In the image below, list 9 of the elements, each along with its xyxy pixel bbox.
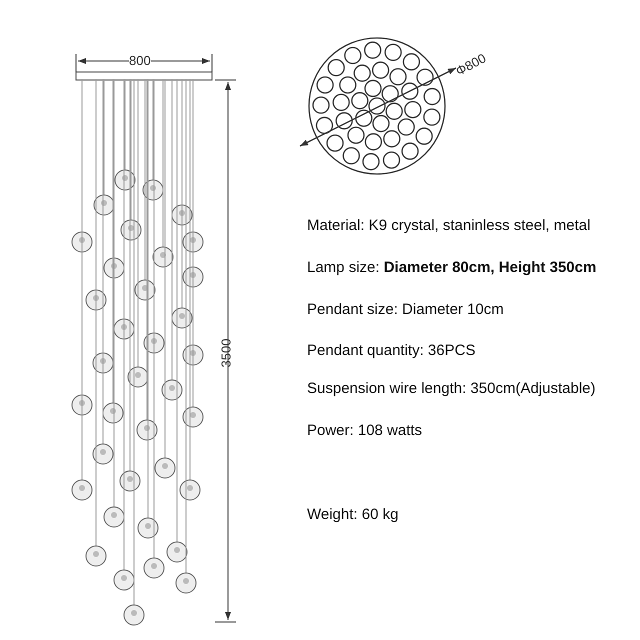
- spec-text: Weight: 60 kg: [307, 506, 398, 523]
- spec-text: Material: K9 crystal, staninless steel, metal: [307, 217, 590, 234]
- spec-text: Power: 108 watts: [307, 422, 422, 439]
- spec-text: Suspension wire length: 350cm(Adjustable): [307, 380, 596, 397]
- dimension-label: Φ800: [454, 51, 488, 79]
- spec-text: Pendant size: Diameter 10cm: [307, 301, 504, 318]
- spec-text: Lamp size: Diameter 80cm, Height 350cm: [307, 259, 596, 276]
- dimension-label: 800: [129, 54, 151, 68]
- spec-text: Pendant quantity: 36PCS: [307, 342, 476, 359]
